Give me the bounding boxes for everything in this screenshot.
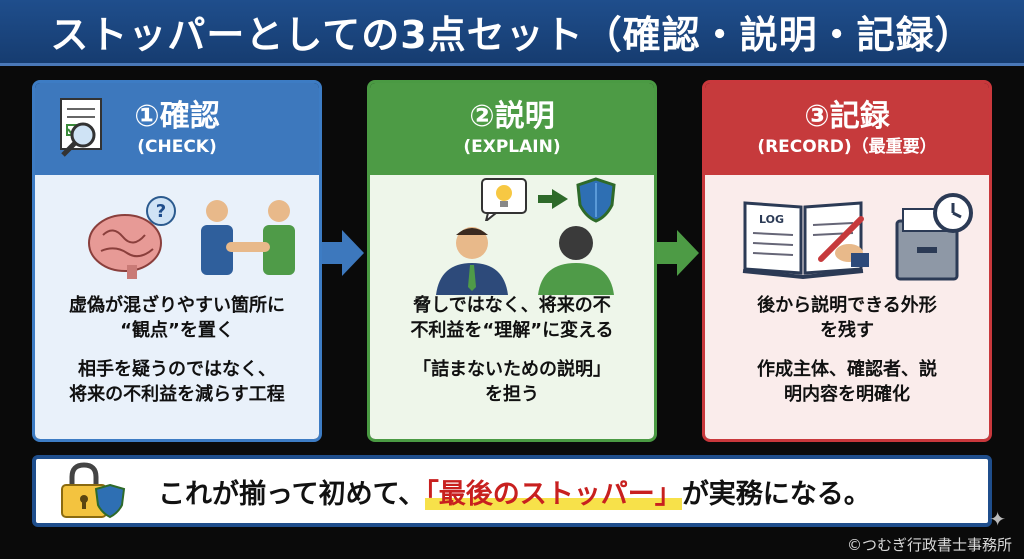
two-people-icon [436,226,614,295]
card-check: ①確認 (CHECK) ? 虚偽が混ざりやすい箇所に “観点”を置く [32,80,322,442]
card-header: ②説明 (EXPLAIN) [370,83,654,175]
arrow-right-icon [538,189,568,209]
card-subtitle: (EXPLAIN) [463,137,561,157]
illustration: LOG [715,175,979,293]
text-line: 脅しではなく、将来の不 [413,295,611,316]
conclusion-before: これが揃って初めて、 [158,478,426,510]
illustration [380,175,644,295]
card-title: ②説明 [469,99,555,134]
log-book-icon: LOG [742,201,864,280]
text-line: 明内容を明確化 [784,384,910,405]
arrow-right-icon [322,230,364,276]
card-text-primary: 後から説明できる外形 を残す [715,293,979,343]
card-title: ①確認 [134,99,220,134]
card-title: ③記録 [804,99,890,134]
card-body: 脅しではなく、将来の不 不利益を“理解”に変える 「詰まないための説明」 を担う [370,175,654,439]
card-subtitle: (CHECK) [137,137,217,157]
card-text-secondary: 作成主体、確認者、説 明内容を明確化 [715,357,979,407]
pen-icon [818,216,869,267]
card-text-primary: 脅しではなく、将来の不 不利益を“理解”に変える [380,293,644,343]
shield-icon [576,177,616,223]
handshake-icon [201,200,295,275]
title-bar: ストッパーとしての3点セット（確認・説明・記録） [0,0,1024,66]
conclusion-highlight: 「最後のストッパー」 [425,478,682,510]
document-search-icon [60,98,102,157]
text-line: 作成主体、確認者、説 [757,359,937,380]
conclusion-banner: これが揃って初めて、「最後のストッパー」が実務になる。 [32,455,992,527]
lightbulb-icon [481,178,527,221]
arrow-right-icon [657,230,699,276]
conclusion-text: これが揃って初めて、「最後のストッパー」が実務になる。 [158,472,871,511]
file-cabinet-clock-icon [895,193,973,281]
text-line: 不利益を“理解”に変える [410,320,614,341]
text-line: を残す [820,320,874,341]
brain-question-icon: ? [88,196,176,279]
text-line: 虚偽が混ざりやすい箇所に [69,295,285,316]
card-body: LOG 後から説明できる外形 を残 [705,175,989,439]
lock-shield-icon [61,462,126,519]
card-explain: ②説明 (EXPLAIN) [367,80,657,442]
illustration: ? [45,175,309,293]
card-body: ? 虚偽が混ざりやすい箇所に “観点”を置く 相手を疑うのではなく、 将来の不利… [35,175,319,439]
text-line: 相手を疑うのではなく、 [78,359,276,380]
card-header: ③記録 (RECORD)（最重要） [705,83,989,175]
card-text-secondary: 相手を疑うのではなく、 将来の不利益を減らす工程 [45,357,309,407]
svg-text:?: ? [156,201,166,222]
text-line: を担う [485,384,539,405]
credit-text: ©つむぎ行政書士事務所 [846,536,1012,554]
card-header: ①確認 (CHECK) [35,83,319,175]
text-line: “観点”を置く [120,320,234,341]
text-line: 将来の不利益を減らす工程 [69,384,285,405]
card-record: ③記録 (RECORD)（最重要） LOG [702,80,992,442]
card-text-secondary: 「詰まないための説明」 を担う [380,357,644,407]
text-line: 後から説明できる外形 [757,295,937,316]
page-title: ストッパーとしての3点セット（確認・説明・記録） [50,13,974,57]
card-text-primary: 虚偽が混ざりやすい箇所に “観点”を置く [45,293,309,343]
card-subtitle: (RECORD)（最重要） [757,137,937,157]
text-line: 「詰まないための説明」 [413,359,611,380]
sparkle-icon: ✦ [989,507,1006,531]
conclusion-after: が実務になる。 [681,478,871,510]
log-label: LOG [759,213,784,226]
